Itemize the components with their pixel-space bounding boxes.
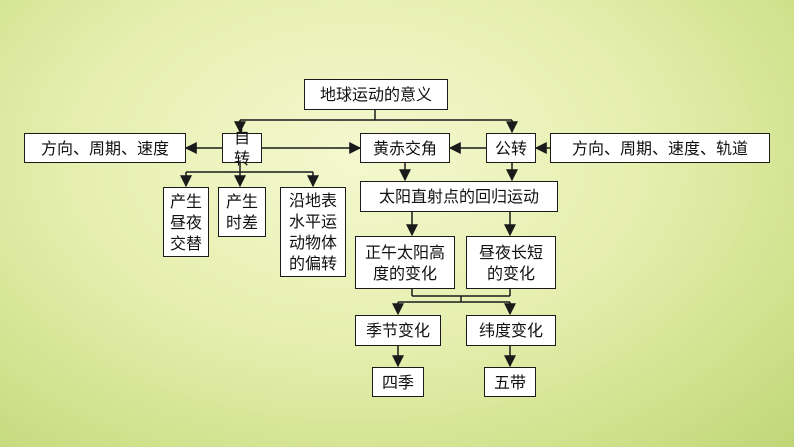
node-time-diff: 产生 时差 bbox=[218, 187, 266, 237]
node-rotation: 自转 bbox=[222, 128, 262, 168]
node-day-length: 昼夜长短 的变化 bbox=[466, 236, 556, 289]
node-rotation-params: 方向、周期、速度 bbox=[24, 133, 186, 163]
node-revolution: 公转 bbox=[486, 133, 536, 163]
node-obliquity: 黄赤交角 bbox=[360, 133, 450, 163]
node-four-seasons: 四季 bbox=[372, 367, 424, 397]
node-latitudinal-change: 纬度变化 bbox=[466, 315, 556, 346]
node-solar-migration: 太阳直射点的回归运动 bbox=[360, 181, 558, 212]
node-noon-altitude: 正午太阳高 度的变化 bbox=[355, 236, 455, 289]
node-five-zones: 五带 bbox=[484, 367, 536, 397]
node-seasonal-change: 季节变化 bbox=[355, 315, 441, 346]
node-revolution-params: 方向、周期、速度、轨道 bbox=[550, 133, 770, 163]
node-root: 地球运动的意义 bbox=[304, 79, 448, 110]
node-day-night: 产生 昼夜 交替 bbox=[163, 187, 209, 257]
node-deflection: 沿地表 水平运 动物体 的偏转 bbox=[280, 187, 346, 277]
